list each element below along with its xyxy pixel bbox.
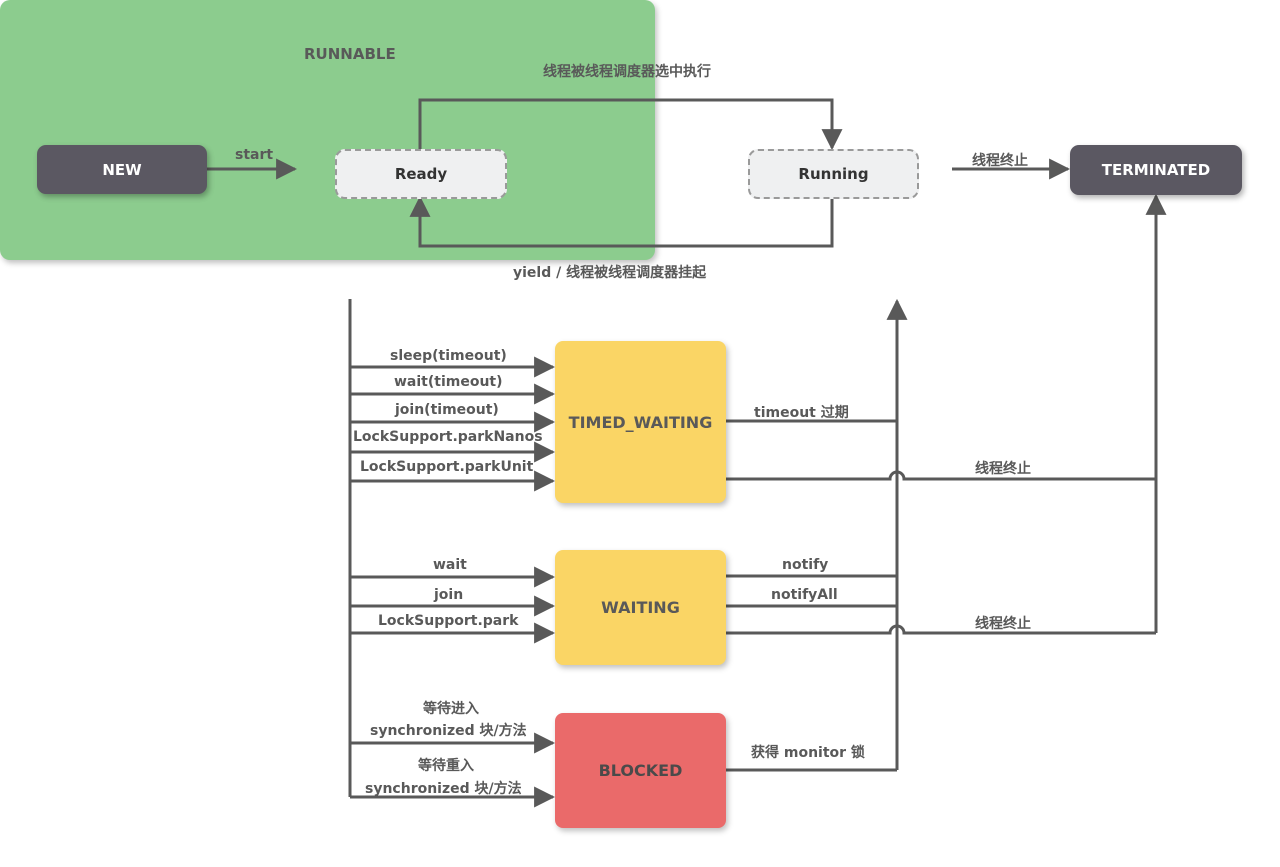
wait-timeout-label: wait(timeout) bbox=[394, 374, 503, 390]
wait-label: wait bbox=[433, 557, 467, 573]
notify-all-label: notifyAll bbox=[771, 587, 838, 603]
blocked-state-label: BLOCKED bbox=[598, 761, 683, 780]
enter-sync-label-line2: synchronized 块/方法 bbox=[370, 723, 527, 739]
ready-state-box: Ready bbox=[335, 149, 507, 199]
new-state-box: NEW bbox=[37, 145, 207, 194]
enter-sync-label-line1: 等待进入 bbox=[423, 701, 479, 717]
selected-label: 线程被线程调度器选中执行 bbox=[543, 64, 711, 80]
park-label: LockSupport.park bbox=[378, 613, 519, 629]
terminate-waiting-line bbox=[725, 624, 1156, 635]
blocked-state-box: BLOCKED bbox=[555, 713, 726, 828]
park-unit-label: LockSupport.parkUnit bbox=[360, 459, 534, 475]
terminate-timed-line bbox=[725, 470, 1156, 481]
terminate-runnable-label: 线程终止 bbox=[972, 153, 1028, 169]
selected-arrow bbox=[418, 98, 843, 151]
terminate-waiting-label: 线程终止 bbox=[975, 616, 1031, 632]
notify-label: notify bbox=[782, 557, 829, 573]
new-state-label: NEW bbox=[102, 160, 142, 179]
join-timeout-label: join(timeout) bbox=[395, 402, 499, 418]
acquire-monitor-label: 获得 monitor 锁 bbox=[751, 745, 865, 761]
terminated-state-label: TERMINATED bbox=[1101, 161, 1211, 179]
ready-state-label: Ready bbox=[394, 165, 448, 183]
park-nanos-label: LockSupport.parkNanos bbox=[353, 429, 543, 445]
runnable-state-box bbox=[0, 0, 655, 260]
terminated-state-box: TERMINATED bbox=[1070, 145, 1242, 195]
reenter-sync-label-line2: synchronized 块/方法 bbox=[365, 781, 522, 797]
yield-label: yield / 线程被线程调度器挂起 bbox=[513, 265, 707, 281]
terminate-timed-label: 线程终止 bbox=[975, 461, 1031, 477]
runnable-state-label: RUNNABLE bbox=[304, 45, 396, 63]
yield-arrow bbox=[409, 195, 834, 248]
running-state-label: Running bbox=[798, 165, 869, 183]
reenter-sync-label-line1: 等待重入 bbox=[418, 758, 474, 774]
join-label: join bbox=[434, 587, 464, 603]
timed-waiting-state-box: TIMED_WAITING bbox=[555, 341, 726, 503]
timed-waiting-state-label: TIMED_WAITING bbox=[568, 412, 713, 432]
start-label: start bbox=[235, 147, 274, 163]
timeout-expired-label: timeout 过期 bbox=[754, 405, 849, 421]
waiting-state-box: WAITING bbox=[555, 550, 726, 665]
running-state-box: Running bbox=[748, 149, 919, 199]
sleep-label: sleep(timeout) bbox=[390, 348, 507, 364]
waiting-state-label: WAITING bbox=[601, 598, 680, 617]
